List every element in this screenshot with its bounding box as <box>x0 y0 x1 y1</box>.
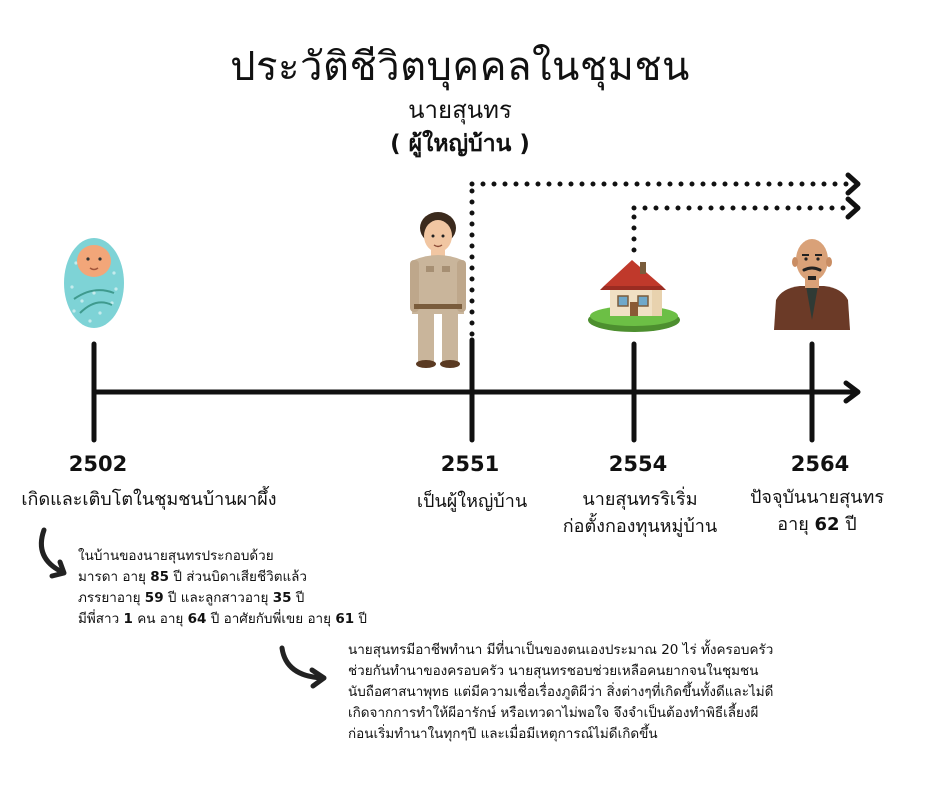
family-note-line3: ภรรยาอายุ 59 ปี และลูกสาวอายุ 35 ปี <box>78 590 305 606</box>
village-headman-icon <box>410 212 466 368</box>
page-title: ประวัติชีวิตบุคคลในชุมชน <box>230 44 690 90</box>
event-2551: เป็นผู้ใหญ่บ้าน <box>416 491 528 512</box>
event-2564-line1: ปัจจุบันนายสุนทร <box>749 487 885 508</box>
curved-arrow-note2 <box>279 645 327 689</box>
year-2554: 2554 <box>608 452 668 476</box>
event-2564: ปัจจุบันนายสุนทร อายุ 62 ปี <box>728 484 906 538</box>
year-2564: 2564 <box>790 452 850 476</box>
family-note-line4: มีพี่สาว 1 คน อายุ 64 ปี อาศัยกับพี่เขย … <box>78 611 368 627</box>
event-2564-line2: อายุ 62 ปี <box>777 514 857 535</box>
event-2554: นายสุนทรริเริ่ม ก่อตั้งกองทุนหมู่บ้าน <box>540 486 740 540</box>
family-note-line2: มารดา อายุ 85 ปี ส่วนบิดาเสียชีวิตแล้ว <box>78 569 308 585</box>
dotted-arrow-2551 <box>469 172 861 337</box>
occupation-note-line2: ช่วยกันทำนาของครอบครัว นายสุนทรชอบช่วยเห… <box>348 663 759 679</box>
occupation-note-line5: ก่อนเริ่มทำนาในทุกๆปี และเมื่อมีเหตุการณ… <box>348 726 658 742</box>
event-2554-line1: นายสุนทรริเริ่ม <box>582 489 698 510</box>
person-role: ( ผู้ใหญ่บ้าน ) <box>390 131 530 157</box>
curved-arrow-note1 <box>38 527 67 579</box>
occupation-note: นายสุนทรมีอาชีพทำนา มีที่นาเป็นของตนเองป… <box>348 640 848 745</box>
occupation-note-line1: นายสุนทรมีอาชีพทำนา มีที่นาเป็นของตนเองป… <box>348 642 774 658</box>
event-2554-line2: ก่อตั้งกองทุนหมู่บ้าน <box>562 516 718 537</box>
event-2502: เกิดและเติบโตในชุมชนบ้านผาผึ้ง <box>21 489 277 510</box>
occupation-note-line4: เกิดจากการทำให้ผีอารักษ์ หรือเทวดาไม่พอใ… <box>348 705 759 721</box>
timeline-arrowhead <box>843 380 861 404</box>
year-2502: 2502 <box>68 452 128 476</box>
old-man-icon <box>774 239 850 330</box>
occupation-note-line3: นับถือศาสนาพุทธ แต่มีความเชื่อเรื่องภูติ… <box>348 684 774 700</box>
baby-icon <box>64 238 124 328</box>
year-2551: 2551 <box>440 452 500 476</box>
dotted-arrow-2554 <box>631 196 861 253</box>
house-icon <box>588 260 680 332</box>
family-note: ในบ้านของนายสุนทรประกอบด้วย มารดา อายุ 8… <box>78 546 408 630</box>
person-name: นายสุนทร <box>408 96 512 124</box>
family-note-line1: ในบ้านของนายสุนทรประกอบด้วย <box>78 548 274 564</box>
